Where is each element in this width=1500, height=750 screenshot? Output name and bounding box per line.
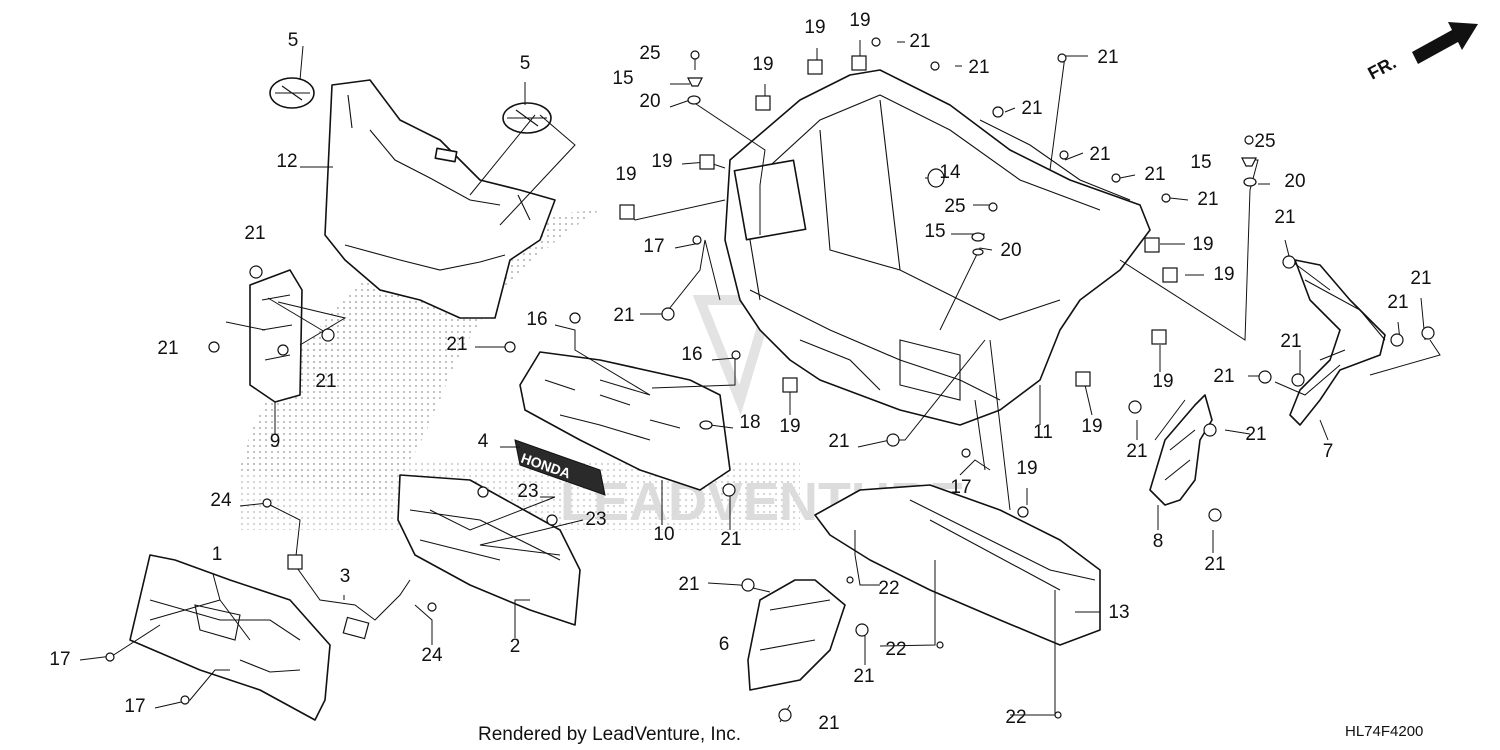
- callout-5: 5: [520, 53, 531, 74]
- callout-17: 17: [124, 696, 145, 717]
- callout-21: 21: [818, 713, 839, 734]
- callout-15: 15: [924, 221, 945, 242]
- callout-21: 21: [1126, 441, 1147, 462]
- callout-19: 19: [651, 151, 672, 172]
- callout-21: 21: [1245, 424, 1266, 445]
- callout-19: 19: [1213, 264, 1234, 285]
- callout-6: 6: [719, 634, 730, 655]
- callout-21: 21: [720, 529, 741, 550]
- callout-20: 20: [1284, 171, 1305, 192]
- callout-10: 10: [653, 524, 674, 545]
- callout-21: 21: [828, 431, 849, 452]
- callout-21: 21: [968, 57, 989, 78]
- callout-4: 4: [478, 431, 489, 452]
- callout-2: 2: [510, 636, 521, 657]
- callout-21: 21: [613, 305, 634, 326]
- callout-17: 17: [643, 236, 664, 257]
- part-5-cap-right: [502, 102, 552, 134]
- fasteners: [105, 37, 1435, 722]
- callout-21: 21: [1089, 144, 1110, 165]
- callout-18: 18: [739, 412, 760, 433]
- callout-21: 21: [1410, 268, 1431, 289]
- callout-23: 23: [585, 509, 606, 530]
- background-watermark: LEADVENTURE: [240, 210, 965, 532]
- callout-19: 19: [1016, 458, 1037, 479]
- callout-25: 25: [1254, 131, 1275, 152]
- callout-21: 21: [244, 223, 265, 244]
- callout-21: 21: [1280, 331, 1301, 352]
- callout-19: 19: [779, 416, 800, 437]
- part-10-center-panel: [519, 351, 731, 491]
- callout-5: 5: [288, 30, 299, 51]
- callout-25: 25: [944, 196, 965, 217]
- callout-19: 19: [1152, 371, 1173, 392]
- callout-7: 7: [1323, 441, 1334, 462]
- callout-labels: 1234556789101112131415151516161717171718…: [49, 10, 1431, 734]
- callout-21: 21: [909, 31, 930, 52]
- callout-11: 11: [1033, 422, 1053, 443]
- callout-13: 13: [1108, 602, 1129, 623]
- callout-15: 15: [612, 68, 633, 89]
- callout-16: 16: [526, 309, 547, 330]
- callout-22: 22: [1005, 707, 1026, 728]
- callout-17: 17: [950, 477, 971, 498]
- callout-21: 21: [1387, 292, 1408, 313]
- part-8-right-bracket: [1149, 394, 1213, 506]
- callout-20: 20: [639, 91, 660, 112]
- part-5-cap-left: [269, 77, 315, 109]
- callout-21: 21: [157, 338, 178, 359]
- callout-21: 21: [1021, 98, 1042, 119]
- callout-23: 23: [517, 481, 538, 502]
- front-direction-indicator: FR.: [1364, 22, 1478, 84]
- part-9-left-bracket: [249, 269, 303, 403]
- callout-21: 21: [446, 334, 467, 355]
- front-direction-label: FR.: [1364, 52, 1399, 83]
- callout-19: 19: [804, 17, 825, 38]
- callout-22: 22: [885, 639, 906, 660]
- callout-12: 12: [276, 151, 297, 172]
- callout-21: 21: [1204, 554, 1225, 575]
- callout-25: 25: [639, 43, 660, 64]
- callout-19: 19: [1192, 234, 1213, 255]
- callout-21: 21: [1213, 366, 1234, 387]
- part-2-lower-front-panel: [397, 474, 581, 626]
- part-3-wire-harness: [269, 504, 411, 640]
- callout-9: 9: [270, 431, 281, 452]
- callout-19: 19: [752, 54, 773, 75]
- callout-21: 21: [853, 666, 874, 687]
- callout-21: 21: [315, 371, 336, 392]
- callout-21: 21: [1144, 164, 1165, 185]
- callout-19: 19: [1081, 416, 1102, 437]
- callout-19: 19: [849, 10, 870, 31]
- part-13-skid-plate: [814, 484, 1101, 646]
- callout-14: 14: [939, 162, 961, 183]
- callout-17: 17: [49, 649, 70, 670]
- callout-3: 3: [340, 566, 351, 587]
- rendered-by-caption: Rendered by LeadVenture, Inc.: [478, 724, 741, 745]
- part-1-front-bumper: [129, 554, 331, 721]
- callout-1: 1: [212, 544, 223, 565]
- callout-8: 8: [1153, 531, 1164, 552]
- callout-19: 19: [615, 164, 636, 185]
- part-6-side-panel: [747, 579, 846, 691]
- front-arrow-icon: [1412, 22, 1478, 64]
- callout-24: 24: [210, 490, 232, 511]
- callout-21: 21: [1274, 207, 1295, 228]
- callout-21: 21: [1197, 189, 1218, 210]
- callout-15: 15: [1190, 152, 1211, 173]
- callout-21: 21: [678, 574, 699, 595]
- callout-24: 24: [421, 645, 443, 666]
- callout-21: 21: [1097, 47, 1118, 68]
- part-7-right-stay: [1289, 259, 1386, 426]
- diagram-code: HL74F4200: [1345, 723, 1423, 740]
- callout-16: 16: [681, 344, 702, 365]
- callout-22: 22: [878, 578, 899, 599]
- part-11-main-frame: [724, 69, 1151, 426]
- callout-20: 20: [1000, 240, 1021, 261]
- part-12-front-upper-cover: [324, 79, 556, 319]
